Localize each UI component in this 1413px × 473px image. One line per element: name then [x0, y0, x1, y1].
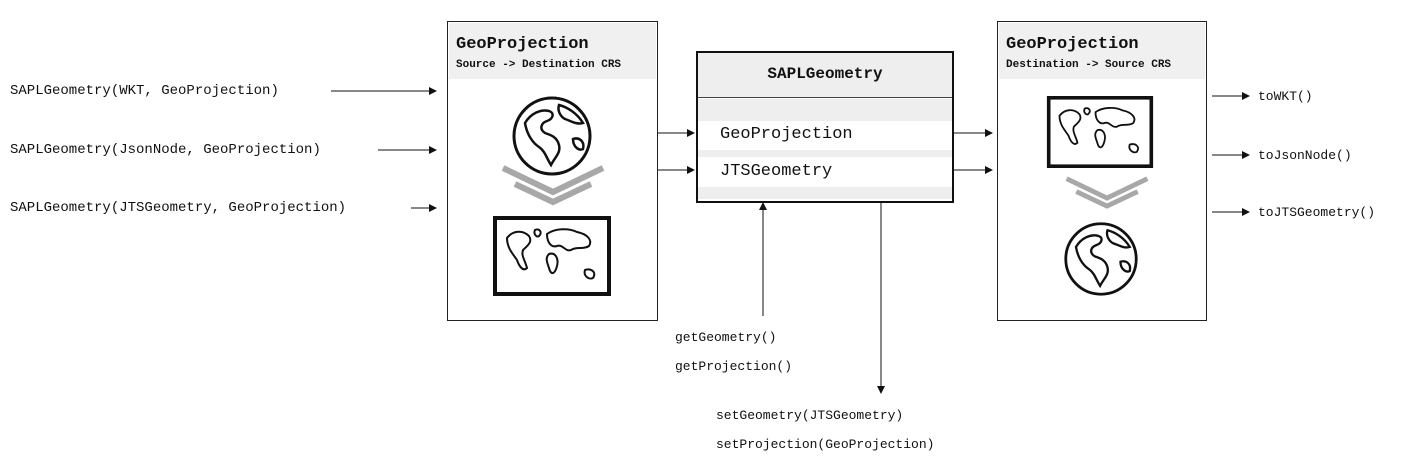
globe-icon — [512, 96, 592, 176]
constructor-wkt: SAPLGeometry(WKT, GeoProjection) — [10, 83, 279, 99]
chevron-down-icon — [501, 165, 605, 206]
globe-icon — [1064, 222, 1138, 296]
constructor-jsonnode: SAPLGeometry(JsonNode, GeoProjection) — [10, 142, 321, 158]
sapl-geometry-header: SAPLGeometry — [698, 53, 952, 98]
left-projection-box: GeoProjection Source -> Destination CRS — [447, 21, 658, 321]
setter-setprojection: setProjection(GeoProjection) — [716, 437, 935, 452]
world-map-icon — [493, 216, 611, 296]
right-projection-box: GeoProjection Destination -> Source CRS — [997, 21, 1207, 321]
constructor-jtsgeometry: SAPLGeometry(JTSGeometry, GeoProjection) — [10, 200, 347, 216]
sapl-geometry-band-3 — [698, 187, 952, 199]
sapl-geometry-band-1 — [698, 99, 952, 121]
output-towkt: toWKT() — [1258, 89, 1313, 104]
left-projection-header: GeoProjection Source -> Destination CRS — [449, 23, 656, 79]
getter-getgeometry: getGeometry() — [675, 330, 777, 345]
sapl-geometry-title: SAPLGeometry — [767, 65, 883, 83]
right-projection-header: GeoProjection Destination -> Source CRS — [999, 23, 1205, 79]
output-tojsonnode: toJsonNode() — [1258, 148, 1352, 163]
world-map-icon — [1046, 96, 1154, 168]
chevron-down-icon — [1065, 176, 1149, 209]
sapl-field-geoprojection: GeoProjection — [720, 125, 853, 144]
sapl-field-jtsgeometry: JTSGeometry — [720, 162, 833, 181]
sapl-geometry-box: SAPLGeometry GeoProjection JTSGeometry — [696, 51, 954, 203]
right-projection-title: GeoProjection — [1006, 35, 1139, 54]
sapl-geometry-band-2 — [698, 150, 952, 157]
getter-getprojection: getProjection() — [675, 359, 793, 374]
setter-setgeometry: setGeometry(JTSGeometry) — [716, 408, 904, 423]
right-projection-subtitle: Destination -> Source CRS — [1006, 59, 1172, 71]
left-projection-subtitle: Source -> Destination CRS — [456, 59, 622, 71]
left-projection-title: GeoProjection — [456, 35, 589, 54]
output-tojtsgeometry: toJTSGeometry() — [1258, 205, 1376, 220]
